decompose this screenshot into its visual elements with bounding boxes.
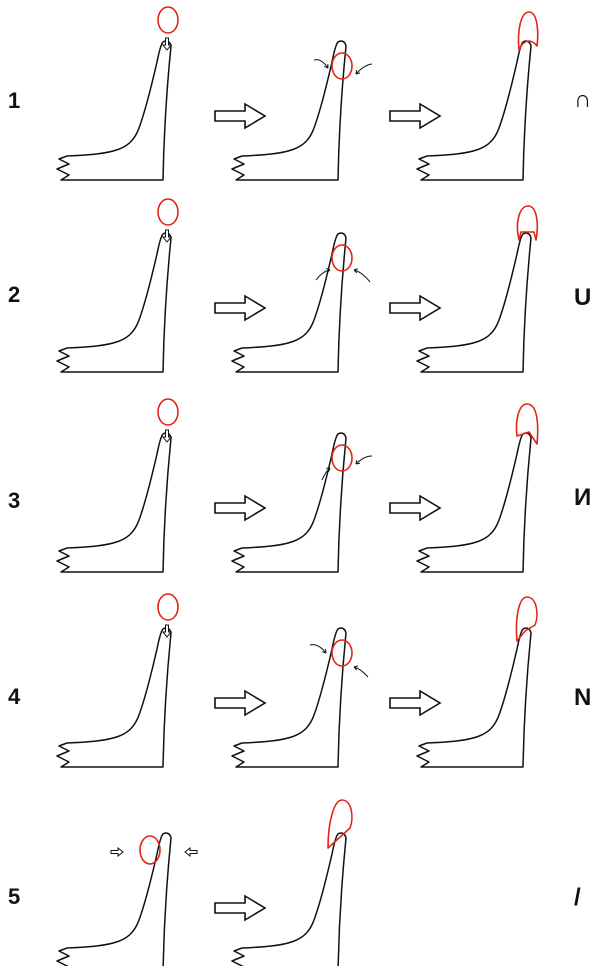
row-3-stage-2-tooth (231, 432, 347, 573)
row-4-drop-arrow (161, 624, 173, 638)
row-2-left-flow-arrow-head (326, 267, 331, 273)
row-4-right-flow-arrow-curve (353, 666, 369, 678)
row-5-stage-2-tooth (231, 832, 347, 971)
row-3-right-flow-arrow-curve (355, 455, 373, 465)
row-1-process-arrow-2 (389, 102, 442, 130)
row-3-right-flow-arrow-head (355, 459, 361, 465)
row-4-stage-2-tooth (231, 627, 347, 768)
row-2-process-arrow-1 (214, 294, 267, 322)
row-5-right-push-arrow (184, 846, 198, 858)
row-3-impact-particle (331, 444, 353, 472)
row-5-number: 5 (8, 884, 21, 909)
row-5-deposited-film (327, 799, 353, 849)
row-3-left-flow-arrow-head (325, 467, 331, 472)
row-3-drop-arrow (161, 429, 173, 443)
row-2-shape-symbol: U (574, 284, 592, 311)
row-3-process-arrow-1 (214, 494, 267, 522)
row-4-stage-3-tooth (416, 627, 532, 768)
row-4-stage-1-tooth (56, 627, 172, 768)
row-1-left-flow-arrow-head (324, 63, 329, 69)
row-1-shape-symbol: ∩ (574, 86, 592, 113)
row-1-stage-2-tooth (231, 40, 347, 181)
row-5-stage-1-tooth (56, 832, 172, 971)
row-4-shape-symbol: N (574, 684, 592, 711)
row-2-left-flow-arrow-curve (315, 269, 331, 281)
row-3-shape-symbol: И (574, 484, 592, 511)
row-1-process-arrow-1 (214, 102, 267, 130)
row-4-number: 4 (8, 684, 21, 709)
row-3-number: 3 (8, 488, 21, 513)
row-1-number: 1 (8, 88, 21, 113)
row-4-deposited-film (515, 596, 538, 642)
row-2-number: 2 (8, 282, 21, 307)
row-4-process-arrow-2 (389, 689, 442, 717)
row-1-stage-3-tooth (416, 40, 532, 181)
row-2-incoming-particle (157, 198, 179, 226)
row-2-impact-particle (331, 244, 353, 272)
row-2-stage-1-tooth (56, 232, 172, 373)
row-1-impact-particle (331, 52, 353, 80)
row-2-drop-arrow (161, 229, 173, 243)
row-1-incoming-particle (157, 6, 179, 34)
row-3-process-arrow-2 (389, 494, 442, 522)
row-2-process-arrow-2 (389, 294, 442, 322)
row-3-stage-1-tooth (56, 432, 172, 573)
row-5-left-push-arrow (110, 846, 124, 858)
row-3-stage-3-tooth (416, 432, 532, 573)
row-4-impact-particle (331, 639, 353, 667)
row-1-drop-arrow (161, 37, 173, 51)
row-1-right-flow-arrow-curve (355, 63, 373, 75)
row-1-deposited-film (517, 11, 539, 51)
row-1-left-flow-arrow-curve (313, 59, 329, 69)
row-4-process-arrow-1 (214, 689, 267, 717)
row-1-stage-1-tooth (56, 40, 172, 181)
row-2-right-flow-arrow-head (353, 268, 358, 274)
row-5-shape-symbol: / (574, 884, 581, 911)
row-2-stage-2-tooth (231, 232, 347, 373)
row-1-right-flow-arrow-head (355, 69, 360, 75)
row-4-left-flow-arrow-head (322, 648, 327, 654)
row-3-deposited-film (515, 403, 539, 445)
row-2-deposited-film (516, 205, 539, 241)
row-4-right-flow-arrow-head (353, 665, 358, 671)
row-4-incoming-particle (157, 593, 179, 621)
row-3-incoming-particle (157, 398, 179, 426)
row-5-process-arrow-1 (214, 894, 267, 922)
row-4-left-flow-arrow-curve (309, 644, 327, 654)
row-2-stage-3-tooth (416, 232, 532, 373)
row-5-incoming-particle (139, 835, 161, 865)
row-2-right-flow-arrow-curve (353, 269, 371, 283)
